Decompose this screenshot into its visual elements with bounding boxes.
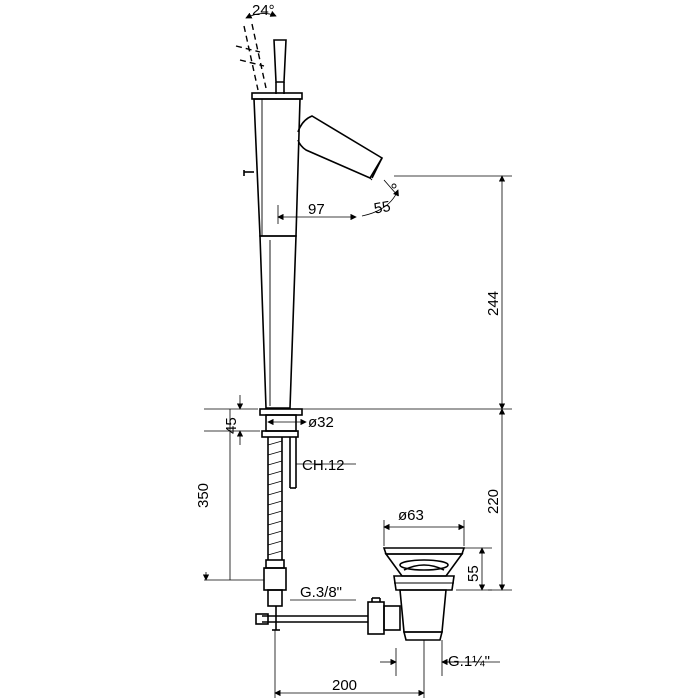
dimension-55-waste — [456, 547, 492, 591]
dim-45-label: 45 — [223, 417, 240, 434]
dim-200-label: 200 — [332, 677, 357, 694]
dimension-350 — [202, 409, 264, 581]
thread-38-label: G.3/8" — [300, 584, 342, 601]
dim-97-label: 97 — [308, 201, 325, 218]
thread-114-label: G.1¼" — [448, 653, 490, 670]
dim-244-label: 244 — [485, 291, 502, 316]
waste-drain — [367, 547, 466, 641]
dimension-55-spout — [361, 179, 399, 217]
spout — [297, 115, 384, 181]
dimension-244 — [302, 175, 512, 410]
dim-55-waste-label: 55 — [465, 565, 482, 582]
faucet-body — [243, 92, 303, 409]
dimension-97 — [277, 205, 357, 224]
angle-24-label: 24° — [252, 2, 275, 19]
dimension-200 — [274, 630, 425, 698]
dim-220-label: 220 — [485, 489, 502, 514]
pull-rod — [255, 606, 368, 631]
dim-350-label: 350 — [195, 483, 212, 508]
mounting-shank — [259, 408, 303, 607]
dimension-g114 — [380, 640, 500, 676]
dimension-45 — [204, 395, 260, 445]
dim-32-label: ø32 — [308, 414, 334, 431]
dim-55-spout-label: 55 — [373, 198, 392, 218]
dim-63-label: ø63 — [398, 507, 424, 524]
dim-ch12-label: CH.12 — [302, 457, 345, 474]
angle-24-dimension — [245, 10, 277, 19]
flex-hose-hatch — [267, 440, 283, 556]
dimension-63 — [383, 520, 465, 546]
lever-handle — [235, 23, 287, 94]
